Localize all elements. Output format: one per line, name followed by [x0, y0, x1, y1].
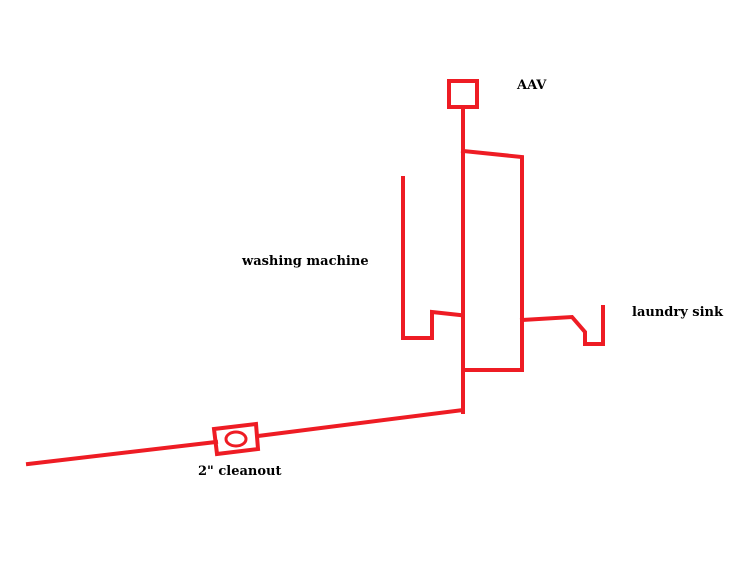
- cleanout-plug-icon: [224, 430, 248, 448]
- cleanout-fitting: [211, 421, 261, 457]
- laundry-sink-label: laundry sink: [632, 305, 723, 320]
- drain-line-left: [25, 439, 219, 467]
- washing-machine-standpipe: [401, 176, 463, 340]
- vent-loop: [460, 148, 524, 372]
- aav-label: AAV: [517, 78, 547, 93]
- pipe-network: [25, 79, 605, 467]
- main-drain-line: [255, 407, 465, 439]
- aav-box: [447, 79, 479, 109]
- laundry-sink-trap-arm: [519, 305, 605, 346]
- washing-machine-label: washing machine: [242, 254, 369, 269]
- cleanout-label: 2" cleanout: [198, 464, 282, 479]
